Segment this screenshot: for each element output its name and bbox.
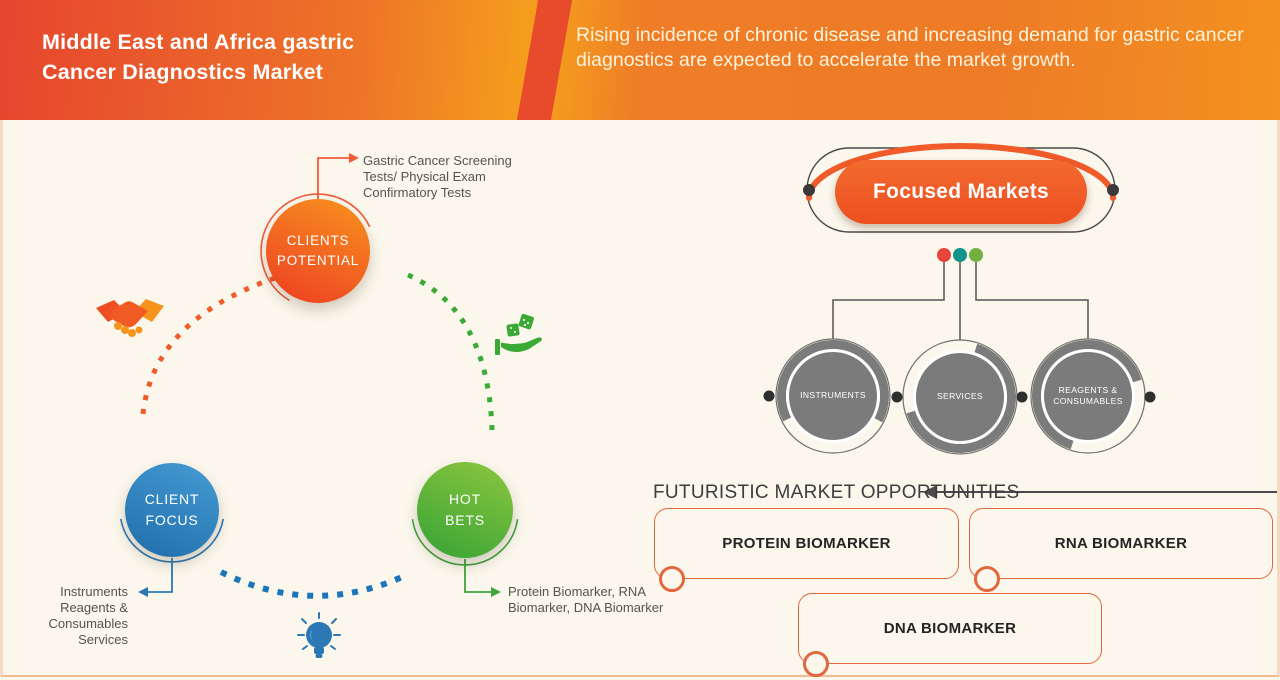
header-banner: Middle East and Africa gastric Cancer Di… <box>0 0 1280 120</box>
segment-reagents-consumables: REAGENTS & CONSUMABLES <box>1041 349 1135 443</box>
note-client-focus: Instruments Reagents & Consumables Servi… <box>48 584 129 647</box>
focused-markets-pill: Focused Markets <box>835 160 1087 224</box>
page-subtitle: Rising incidence of chronic disease and … <box>576 24 1244 71</box>
dotted-arc-blue <box>219 569 404 599</box>
segment-services: SERVICES <box>913 350 1007 444</box>
callout-arrow-focus <box>138 587 148 597</box>
segment-side-dot <box>1144 391 1156 403</box>
stadium-left-dot <box>803 184 815 196</box>
header-diagonal-stripe <box>513 0 575 120</box>
handshake-icon <box>96 299 164 337</box>
segment-side-dot <box>763 390 775 402</box>
callout-line-potential <box>317 157 351 199</box>
circle-client-focus: CLIENT FOCUS <box>125 463 219 557</box>
hand-with-dice-icon <box>495 313 542 355</box>
circle-clients-potential: CLIENTS POTENTIAL <box>266 199 370 303</box>
branch-line-right <box>975 262 1089 339</box>
box-dna-label: DNA BIOMARKER <box>883 620 1017 637</box>
branch-line-left <box>832 262 945 339</box>
note-clients-potential: Gastric Cancer Screening Tests/ Physical… <box>363 153 512 200</box>
corner-ring-icon <box>659 566 685 592</box>
corner-ring-icon <box>803 651 829 677</box>
circle-hot-bets: HOT BETS <box>417 462 513 558</box>
box-protein-label: PROTEIN BIOMARKER <box>722 535 891 552</box>
callout-arrow-bets <box>491 587 501 597</box>
callout-line-bets <box>464 559 493 593</box>
box-protein-biomarker: PROTEIN BIOMARKER <box>654 508 959 592</box>
box-rna-biomarker: RNA BIOMARKER <box>969 508 1273 592</box>
corner-ring-icon <box>974 566 1000 592</box>
branch-dot-red <box>937 248 951 262</box>
segment-instruments: INSTRUMENTS <box>786 349 880 443</box>
callout-line-focus <box>146 558 173 593</box>
dotted-arc-green <box>406 272 495 431</box>
page-title: Middle East and Africa gastric Cancer Di… <box>42 30 355 85</box>
segment-side-dot <box>891 391 903 403</box>
note-hot-bets: Protein Biomarker, RNA Biomarker, DNA Bi… <box>508 584 664 615</box>
branch-dot-green <box>969 248 983 262</box>
stadium-right-dot <box>1107 184 1119 196</box>
box-dna-biomarker: DNA BIOMARKER <box>798 593 1102 677</box>
opportunities-heading: FUTURISTIC MARKET OPPORTUNITIES <box>653 482 1020 503</box>
segment-side-dot <box>1016 391 1028 403</box>
callout-arrow-potential <box>349 153 359 163</box>
branch-dot-teal <box>953 248 967 262</box>
lightbulb-icon <box>297 612 341 658</box>
infographic-body: CLIENTS POTENTIAL CLIENT FOCUS HOT BETS … <box>0 120 1280 677</box>
box-rna-label: RNA BIOMARKER <box>1054 535 1188 552</box>
